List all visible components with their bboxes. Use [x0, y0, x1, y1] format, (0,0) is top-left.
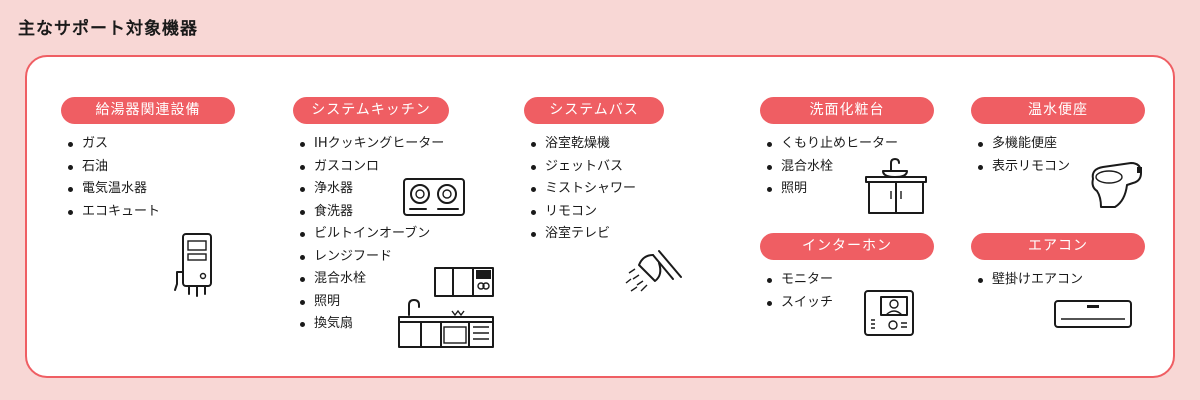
- group-intercom: インターホン モニター スイッチ: [760, 233, 934, 314]
- stove-icon: [403, 178, 465, 216]
- group-toilet: 温水便座 多機能便座 表示リモコン: [971, 97, 1145, 178]
- item-list: 壁掛けエアコン: [971, 269, 1145, 292]
- shower-icon: [625, 250, 682, 292]
- list-item: ミストシャワー: [524, 178, 664, 201]
- list-item: ジェットバス: [524, 156, 664, 179]
- kitchen-icon: [398, 299, 494, 348]
- list-item: 浴室乾燥機: [524, 133, 664, 156]
- kitchen-cabinet-icon: [434, 267, 494, 297]
- list-item: 食洗器: [293, 201, 449, 224]
- category-label-intercom: インターホン: [760, 233, 934, 260]
- category-label-system-bath: システムバス: [524, 97, 664, 124]
- list-item: ビルトインオーブン: [293, 223, 449, 246]
- group-vanity: 洗面化粧台 くもり止めヒーター 混合水栓 照明: [760, 97, 934, 201]
- page-title: 主なサポート対象機器: [18, 19, 198, 39]
- category-label-water-heater: 給湯器関連設備: [61, 97, 235, 124]
- group-air-conditioner: エアコン 壁掛けエアコン: [971, 233, 1145, 292]
- list-item: ガス: [61, 133, 235, 156]
- list-item: 照明: [293, 291, 449, 314]
- intercom-icon: [864, 290, 914, 336]
- item-list: ガス 石油 電気温水器 エコキュート: [61, 133, 235, 223]
- list-item: スイッチ: [760, 292, 934, 315]
- list-item: 電気温水器: [61, 178, 235, 201]
- list-item: 石油: [61, 156, 235, 179]
- vanity-icon: [865, 158, 927, 214]
- list-item: 壁掛けエアコン: [971, 269, 1145, 292]
- list-item: IHクッキングヒーター: [293, 133, 449, 156]
- item-list: IHクッキングヒーター ガスコンロ 浄水器 食洗器 ビルトインオーブン レンジフ…: [293, 133, 449, 336]
- category-label-kitchen: システムキッチン: [293, 97, 449, 124]
- group-kitchen: システムキッチン IHクッキングヒーター ガスコンロ 浄水器 食洗器 ビルトイン…: [293, 97, 449, 336]
- list-item: 表示リモコン: [971, 156, 1145, 179]
- list-item: 浄水器: [293, 178, 449, 201]
- list-item: エコキュート: [61, 201, 235, 224]
- group-system-bath: システムバス 浴室乾燥機 ジェットバス ミストシャワー リモコン 浴室テレビ: [524, 97, 664, 246]
- list-item: 照明: [760, 178, 934, 201]
- toilet-icon: [1091, 162, 1142, 208]
- category-label-air-conditioner: エアコン: [971, 233, 1145, 260]
- list-item: 浴室テレビ: [524, 223, 664, 246]
- item-list: くもり止めヒーター 混合水栓 照明: [760, 133, 934, 201]
- list-item: 混合水栓: [760, 156, 934, 179]
- air-conditioner-icon: [1054, 300, 1132, 328]
- item-list: 多機能便座 表示リモコン: [971, 133, 1145, 178]
- list-item: くもり止めヒーター: [760, 133, 934, 156]
- list-item: 多機能便座: [971, 133, 1145, 156]
- support-card: 給湯器関連設備 ガス 石油 電気温水器 エコキュート システムキッチン IHクッ…: [25, 55, 1175, 378]
- list-item: 換気扇: [293, 313, 449, 336]
- item-list: 浴室乾燥機 ジェットバス ミストシャワー リモコン 浴室テレビ: [524, 133, 664, 246]
- water-heater-icon: [174, 233, 212, 297]
- list-item: ガスコンロ: [293, 156, 449, 179]
- list-item: リモコン: [524, 201, 664, 224]
- list-item: レンジフード: [293, 246, 449, 269]
- list-item: モニター: [760, 269, 934, 292]
- group-water-heater: 給湯器関連設備 ガス 石油 電気温水器 エコキュート: [61, 97, 235, 223]
- category-label-vanity: 洗面化粧台: [760, 97, 934, 124]
- item-list: モニター スイッチ: [760, 269, 934, 314]
- list-item: 混合水栓: [293, 268, 449, 291]
- category-label-toilet: 温水便座: [971, 97, 1145, 124]
